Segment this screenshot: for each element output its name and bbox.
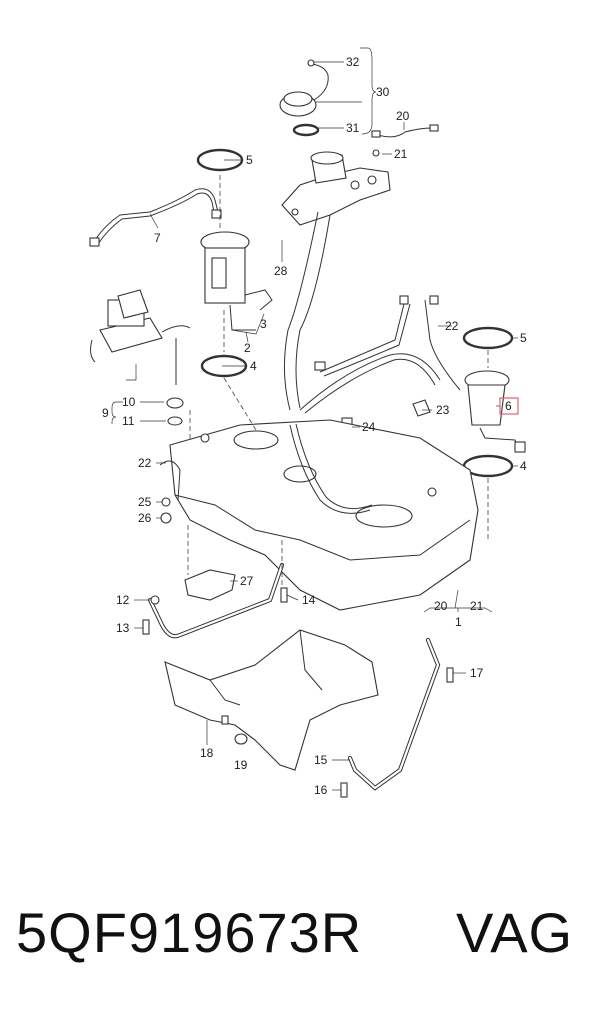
callout-4-right: 4 xyxy=(520,459,527,473)
callout-15: 15 xyxy=(314,753,328,767)
nut-11 xyxy=(167,416,183,426)
callout-9: 9 xyxy=(102,406,109,420)
bracket-27 xyxy=(184,569,236,601)
callout-30: 30 xyxy=(376,85,390,99)
tank-strap-left xyxy=(147,562,285,639)
callout-25: 25 xyxy=(138,495,152,509)
callout-19: 19 xyxy=(234,758,248,772)
assembly-guide-lines xyxy=(187,175,489,585)
bolt-14 xyxy=(280,587,288,603)
fuel-pump-left xyxy=(200,231,273,331)
callout-28: 28 xyxy=(274,264,288,278)
clip-23 xyxy=(412,399,431,417)
callout-12: 12 xyxy=(116,593,130,607)
leader-lines xyxy=(111,47,518,791)
highlight-box-6 xyxy=(499,397,519,415)
nut-10 xyxy=(166,397,184,409)
callout-16: 16 xyxy=(314,783,328,797)
callout-5-right: 5 xyxy=(520,331,527,345)
fuel-pump-right-6 xyxy=(464,370,526,453)
callout-26: 26 xyxy=(138,511,152,525)
fuel-tank xyxy=(169,419,479,611)
callout-17: 17 xyxy=(470,666,484,680)
callout-22-left: 22 xyxy=(138,456,152,470)
bolt-13 xyxy=(142,619,150,635)
callout-6: 6 xyxy=(505,399,512,413)
bolt-17 xyxy=(446,667,454,683)
callout-3: 3 xyxy=(260,317,267,331)
callout-10: 10 xyxy=(122,395,136,409)
callout-32: 32 xyxy=(346,55,360,69)
callout-7: 7 xyxy=(154,231,161,245)
callout-20-bottom: 20 xyxy=(434,599,448,613)
fuel-line-7 xyxy=(89,188,222,247)
callout-1: 1 xyxy=(455,615,462,629)
callout-20-top: 20 xyxy=(396,109,410,123)
control-unit-9 xyxy=(90,289,191,385)
callout-18: 18 xyxy=(200,746,214,760)
callout-labels: 32 30 31 20 21 5 7 28 3 2 4 9 10 11 22 5… xyxy=(102,55,527,797)
callout-13: 13 xyxy=(116,621,130,635)
callout-5-left: 5 xyxy=(246,153,253,167)
filler-seal-ring xyxy=(292,123,320,137)
callout-31: 31 xyxy=(346,121,360,135)
callout-23: 23 xyxy=(436,403,450,417)
callout-21-top: 21 xyxy=(394,147,408,161)
heat-shield-18 xyxy=(164,629,379,771)
callout-22-right: 22 xyxy=(445,319,459,333)
callout-24: 24 xyxy=(362,420,376,434)
part-number-caption: 5QF919673R xyxy=(16,901,363,964)
fuel-tank-exploded-diagram: 32 30 31 20 21 5 7 28 3 2 4 9 10 11 22 5… xyxy=(89,47,527,798)
callout-14: 14 xyxy=(302,593,316,607)
tank-strap-right xyxy=(347,637,441,791)
filler-cap xyxy=(279,59,329,117)
callout-11: 11 xyxy=(122,414,135,428)
callout-21-bottom: 21 xyxy=(470,599,484,613)
nut-19 xyxy=(234,733,248,745)
callout-4-left: 4 xyxy=(250,359,257,373)
bolt-16 xyxy=(340,782,348,798)
seal-ring-4-right xyxy=(462,454,514,478)
nut-26 xyxy=(160,512,172,524)
screw-25 xyxy=(161,497,171,507)
brand-caption: VAG xyxy=(456,901,574,964)
vent-hose-20 xyxy=(371,124,439,157)
fuel-lines-22 xyxy=(299,295,461,414)
filler-neck xyxy=(281,151,391,411)
seal-ring-5-right xyxy=(462,326,514,350)
callout-2: 2 xyxy=(244,341,251,355)
callout-27: 27 xyxy=(240,574,254,588)
